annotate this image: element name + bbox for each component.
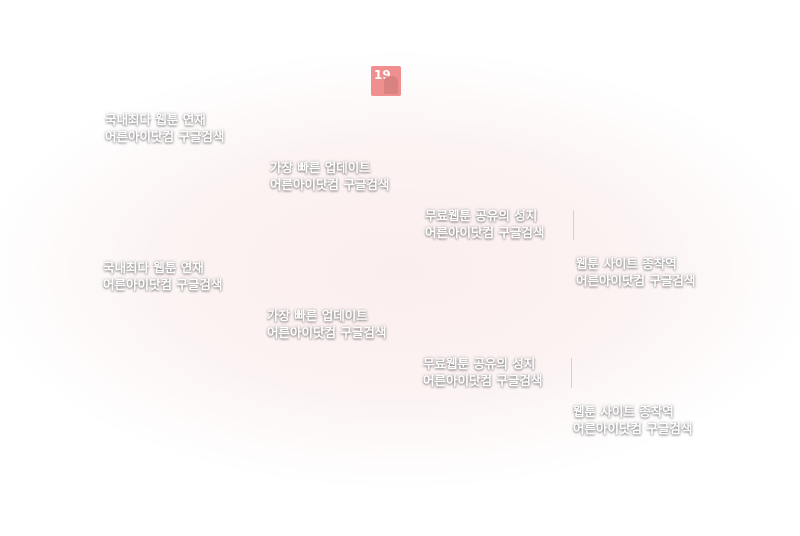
promo-title: 가장 빠른 업데이트 xyxy=(270,160,371,175)
promo-title: 무료웹툰 공유의 성지 xyxy=(425,208,538,223)
promo-subtitle: 어른아이닷컴 구글검색 xyxy=(105,129,225,144)
promo-title: 국내최다 웹툰 연재 xyxy=(103,260,204,275)
promo-title: 가장 빠른 업데이트 xyxy=(267,308,368,323)
promo-subtitle: 어른아이닷컴 구글검색 xyxy=(270,177,390,192)
promo-subtitle: 어른아이닷컴 구글검색 xyxy=(573,421,693,436)
adult-19-icon: 19 xyxy=(371,66,401,96)
promo-subtitle: 어른아이닷컴 구글검색 xyxy=(103,277,223,292)
promo-subtitle: 어른아이닷컴 구글검색 xyxy=(267,325,387,340)
promo-title: 웹툰 사이트 종착역 xyxy=(573,404,674,419)
promo-title: 무료웹툰 공유의 성지 xyxy=(423,356,536,371)
divider xyxy=(571,358,572,388)
promo-title: 국내최다 웹툰 연재 xyxy=(105,112,206,127)
promo-subtitle: 어른아이닷컴 구글검색 xyxy=(576,273,696,288)
promo-subtitle: 어른아이닷컴 구글검색 xyxy=(425,225,545,240)
promo-subtitle: 어른아이닷컴 구글검색 xyxy=(423,373,543,388)
figure-icon xyxy=(384,76,398,94)
divider xyxy=(573,210,574,240)
promo-title: 웹툰 사이트 종착역 xyxy=(576,256,677,271)
